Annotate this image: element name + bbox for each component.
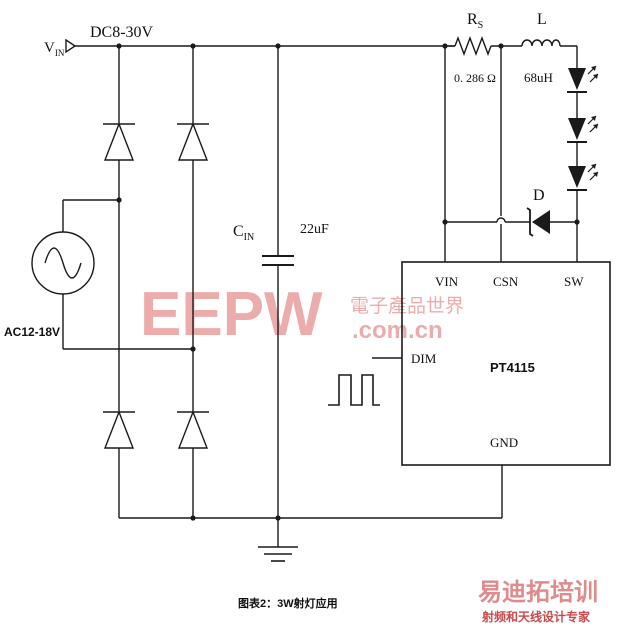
eepw-chinese-text: 電子產品世界 (350, 295, 464, 317)
ic-pin-sw: SW (564, 274, 584, 289)
wire-hop (496, 217, 506, 223)
bridge-diode-4 (177, 410, 209, 449)
diode-label: D (533, 187, 545, 204)
inductor-l (521, 39, 561, 47)
cin-label: CIN (233, 223, 254, 243)
vin-label: VIN (44, 40, 65, 58)
bridge-diode-1 (103, 122, 135, 161)
resistor-rs (454, 36, 492, 56)
figure-caption: 图表2：3W射灯应用 (238, 598, 338, 610)
eepw-watermark: EEPW 電子產品世界 .com.cn (140, 280, 464, 349)
ac-source-icon (31, 231, 95, 295)
junction-dots (116, 43, 580, 521)
eepw-url-text: .com.cn (352, 317, 443, 344)
inductor-value-label: 68uH (524, 70, 553, 85)
brand-watermark: 易迪拓培训 射频和天线设计专家 (478, 578, 598, 624)
ic-name-label: PT4115 (490, 360, 535, 375)
rs-label: RS (467, 11, 483, 31)
ground-icon (258, 546, 298, 562)
schottky-diode-d (526, 207, 550, 237)
brand-slogan: 射频和天线设计专家 (481, 609, 591, 624)
ic-pin-csn: CSN (493, 274, 519, 289)
brand-title: 易迪拓培训 (478, 578, 598, 606)
bridge-diode-3 (103, 410, 135, 449)
ic-pin-vin: VIN (435, 274, 459, 289)
led-1 (567, 65, 599, 93)
led-3 (567, 163, 599, 191)
inductor-label: L (537, 11, 547, 28)
ac-range-label: AC12-18V (4, 325, 60, 339)
ic-pt4115 (401, 261, 611, 466)
bridge-diode-2 (177, 122, 209, 161)
pwm-waveform-icon (328, 374, 380, 406)
vin-terminal-icon (65, 38, 77, 54)
eepw-logo-text: EEPW (140, 280, 323, 349)
ic-pin-gnd: GND (490, 435, 518, 450)
rs-value-label: 0. 286 Ω (454, 71, 496, 85)
ic-pin-dim: DIM (411, 351, 437, 366)
led-2 (567, 115, 599, 143)
dc-range-label: DC8-30V (90, 24, 154, 41)
capacitor-cin (262, 255, 294, 266)
cin-value-label: 22uF (300, 222, 329, 237)
